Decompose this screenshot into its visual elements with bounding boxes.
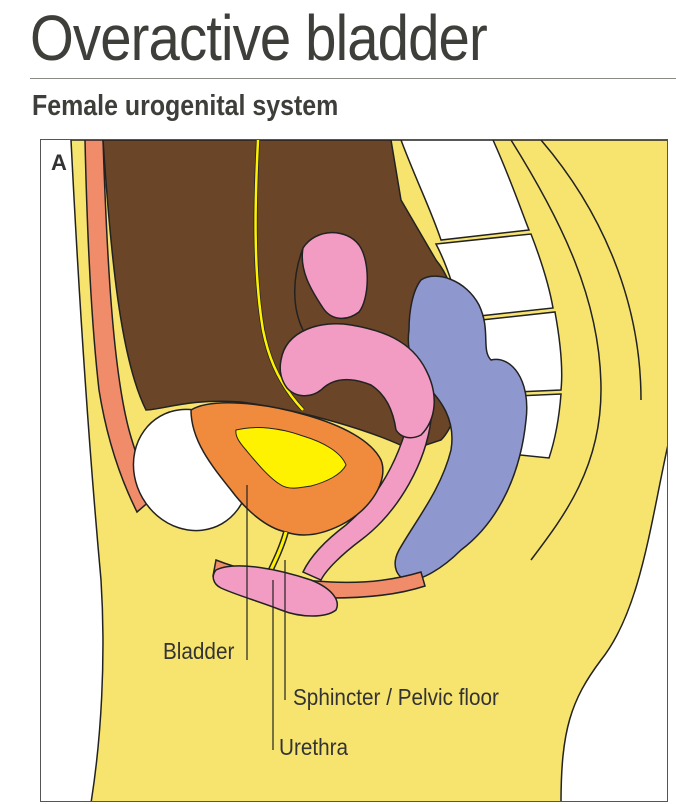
- abdominal-muscle: [84, 140, 152, 514]
- labia: [212, 565, 338, 617]
- anatomy-figure: A Bladder Sphincter / Pelvic floor Ureth…: [40, 139, 668, 802]
- title-divider: [30, 78, 676, 79]
- uterus: [279, 323, 435, 439]
- anatomy-illustration: [70, 140, 667, 801]
- page-subtitle: Female urogenital system: [32, 90, 339, 122]
- panel-letter: A: [51, 150, 67, 175]
- urine: [235, 427, 347, 489]
- ovary: [301, 231, 368, 320]
- urethra-label: Urethra: [279, 734, 349, 760]
- bladder-label: Bladder: [163, 638, 235, 664]
- sphincter-label: Sphincter / Pelvic floor: [293, 684, 499, 710]
- page-title: Overactive bladder: [30, 2, 488, 74]
